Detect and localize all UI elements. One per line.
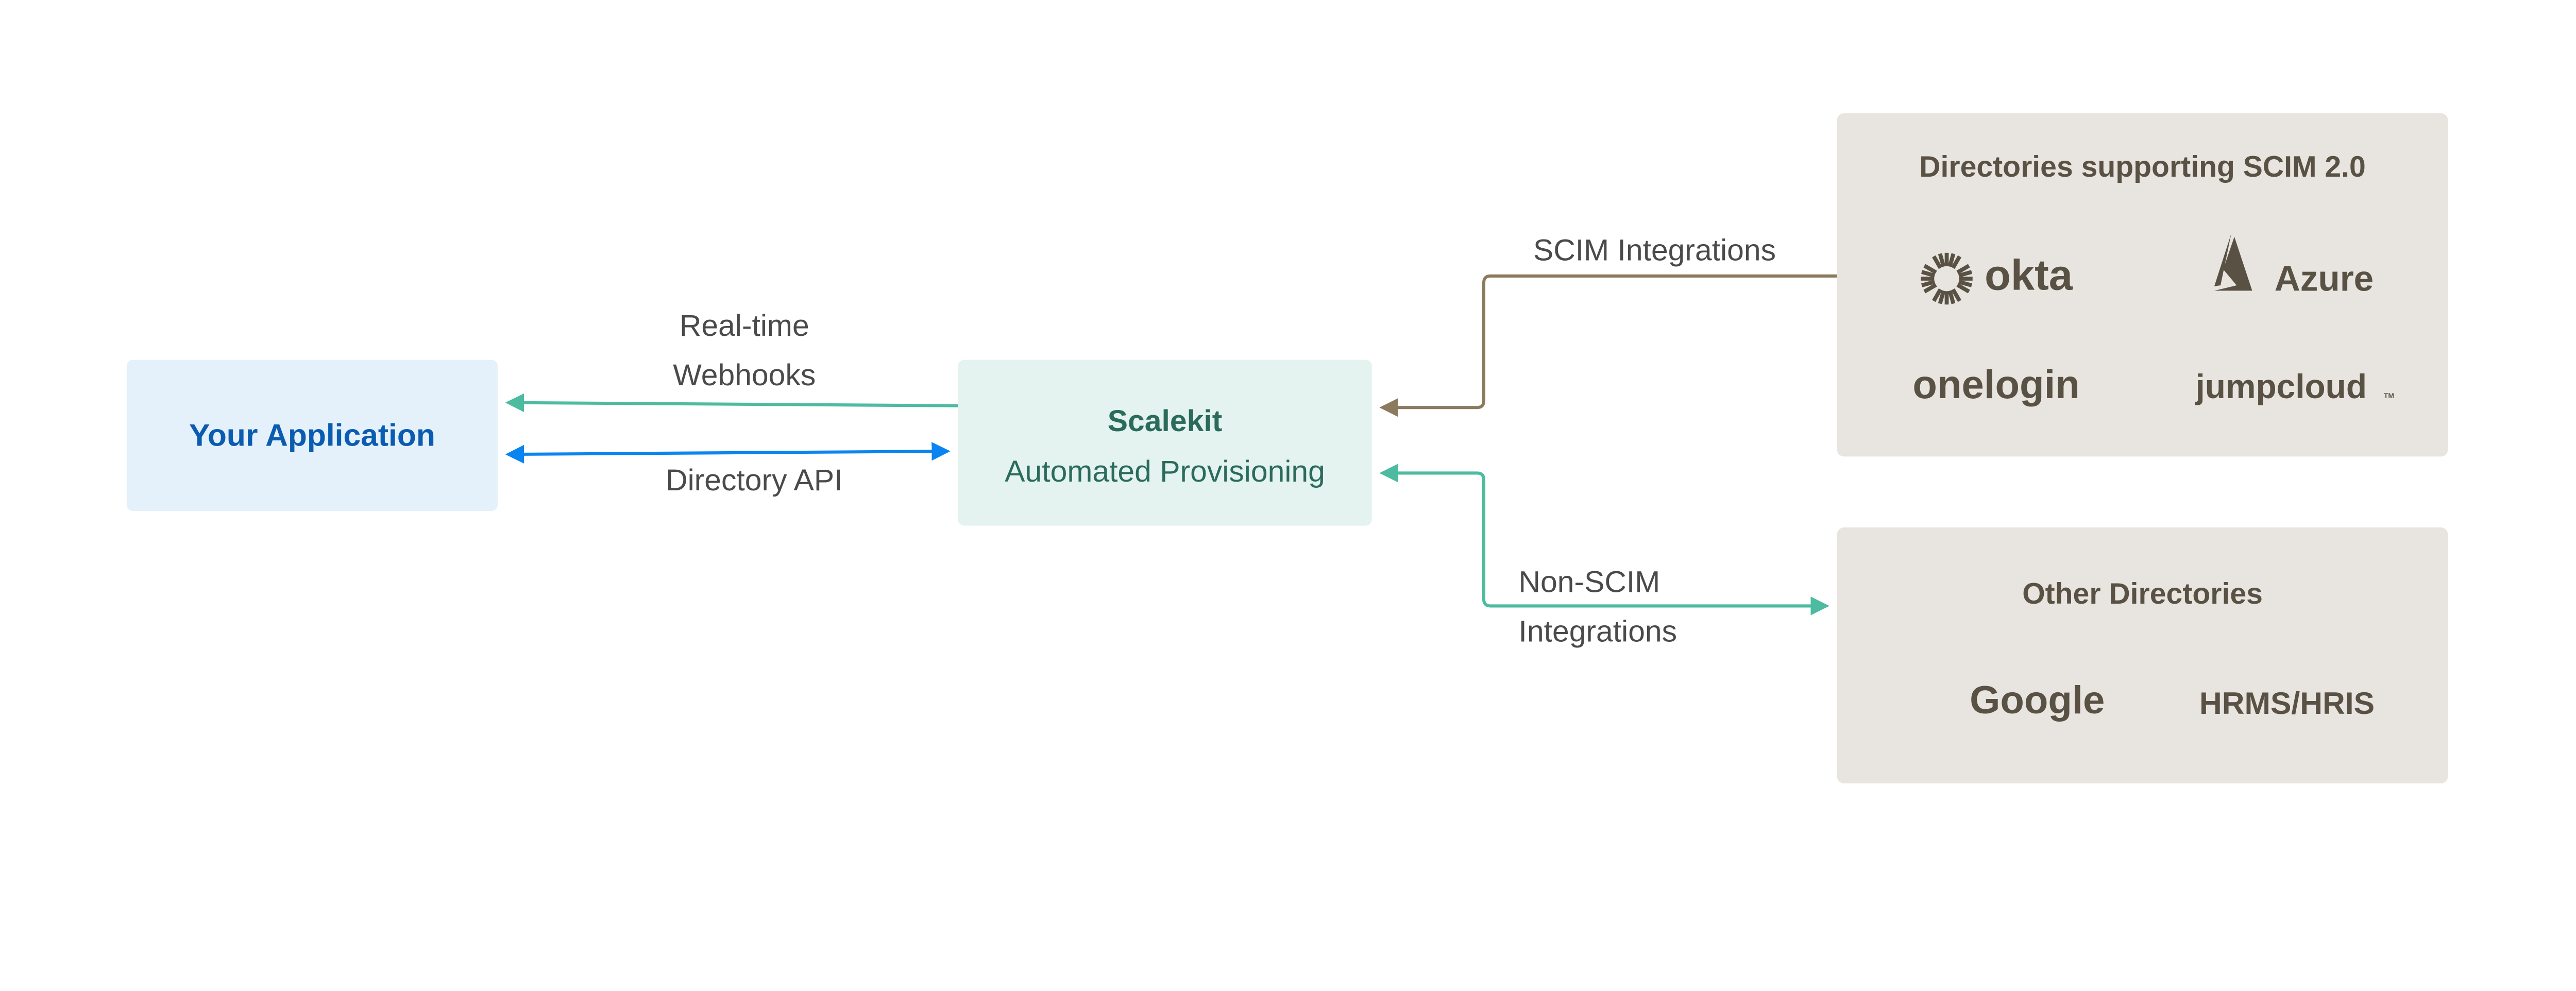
- scalekit-node: Scalekit Automated Provisioning: [958, 360, 1372, 526]
- azure-icon: [2214, 233, 2252, 291]
- azure-wordmark: Azure: [2275, 258, 2374, 298]
- webhooks-label-line2: Webhooks: [673, 358, 816, 392]
- webhooks-label-line1: Real-time: [680, 309, 809, 343]
- onelogin-logo: onelogin: [1912, 362, 2080, 407]
- your-application-label: Your Application: [189, 418, 435, 453]
- scim-integrations-label: SCIM Integrations: [1533, 234, 1776, 267]
- jumpcloud-wordmark: jumpcloud: [2195, 367, 2367, 405]
- okta-wordmark: okta: [1985, 251, 2073, 299]
- hrms-hris-label: HRMS/HRIS: [2199, 686, 2375, 721]
- non-scim-label-line2: Integrations: [1519, 615, 1677, 648]
- okta-sunburst-icon: [1921, 252, 1973, 305]
- directory-api-label: Directory API: [666, 464, 842, 497]
- scalekit-subtitle: Automated Provisioning: [1005, 455, 1325, 488]
- non-scim-label-line1: Non-SCIM: [1519, 566, 1660, 599]
- scalekit-title: Scalekit: [1108, 404, 1223, 438]
- google-logo: Google: [1970, 678, 2105, 722]
- jumpcloud-logo: jumpcloud TM: [2195, 367, 2394, 405]
- scim-integrations-arrow: [1379, 274, 1837, 417]
- webhooks-arrow: [505, 393, 958, 413]
- okta-logo: okta: [1921, 251, 2073, 305]
- azure-logo: Azure: [2214, 233, 2374, 298]
- provisioning-diagram: Your Application Scalekit Automated Prov…: [126, 113, 2448, 783]
- scim-directories-title: Directories supporting SCIM 2.0: [1919, 150, 2366, 183]
- your-application-node: Your Application: [126, 360, 498, 511]
- jumpcloud-tm: TM: [2384, 391, 2394, 400]
- directory-api-arrow: [505, 442, 951, 464]
- scim-directories-group: Directories supporting SCIM 2.0 okta Azu…: [1837, 113, 2448, 457]
- other-directories-title: Other Directories: [2022, 577, 2263, 610]
- other-directories-group: Other Directories Google HRMS/HRIS: [1837, 527, 2448, 783]
- non-scim-integrations-arrow: [1379, 464, 1829, 616]
